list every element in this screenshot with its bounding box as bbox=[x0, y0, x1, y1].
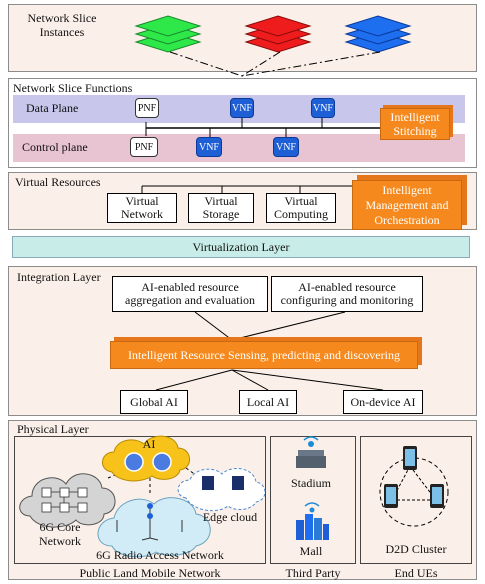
mall-icon bbox=[296, 502, 329, 540]
ai-cloud-icon bbox=[102, 435, 190, 482]
ondevice-ai-box: On-device AI bbox=[343, 390, 423, 414]
aggregation-box: AI-enabled resource aggregation and eval… bbox=[112, 276, 268, 312]
virtualization-layer-label: Virtualization Layer bbox=[192, 239, 290, 254]
global-ai-box: Global AI bbox=[120, 390, 188, 414]
intelligent-management-box: Intelligent Management and Orchestration bbox=[352, 180, 462, 230]
green-slice-icon bbox=[134, 15, 202, 53]
third-party-label: Third Party bbox=[285, 566, 341, 580]
vnf-control-plane-1: VNF bbox=[196, 137, 222, 157]
red-slice-icon bbox=[244, 15, 312, 53]
functions-links bbox=[145, 118, 382, 138]
ai-label: AI bbox=[142, 437, 156, 451]
local-ai-box: Local AI bbox=[239, 390, 297, 414]
mall-label: Mall bbox=[299, 544, 323, 558]
virtualization-layer-bar: Virtualization Layer bbox=[12, 236, 470, 258]
end-ues-label: End UEs bbox=[394, 566, 438, 580]
stadium-label: Stadium bbox=[290, 476, 331, 490]
virtual-storage-box: Virtual Storage bbox=[188, 193, 254, 223]
ran-label: 6G Radio Access Network bbox=[96, 548, 224, 562]
virtual-network-box: Virtual Network bbox=[107, 193, 177, 223]
blue-slice-icon bbox=[344, 15, 412, 53]
pnf-control-plane: PNF bbox=[130, 137, 158, 157]
virtual-resources-links bbox=[141, 185, 356, 194]
integration-links bbox=[155, 311, 384, 391]
core-network-label: 6G Core Network bbox=[39, 520, 81, 548]
stadium-icon bbox=[296, 436, 326, 468]
control-plane-label: Control plane bbox=[22, 140, 88, 154]
vnf-control-plane-2: VNF bbox=[273, 137, 299, 157]
data-plane-label: Data Plane bbox=[26, 101, 79, 115]
plmn-label: Public Land Mobile Network bbox=[79, 566, 221, 580]
ran-cloud-icon bbox=[97, 497, 211, 558]
vnf-data-plane-1: VNF bbox=[230, 98, 254, 118]
edge-cloud-icon bbox=[177, 467, 266, 512]
intelligent-stitching-box: Intelligent Stitching bbox=[380, 108, 450, 140]
integration-layer-title: Integration Layer bbox=[17, 270, 101, 284]
pnf-data-plane: PNF bbox=[135, 98, 159, 118]
virtual-computing-box: Virtual Computing bbox=[266, 193, 336, 223]
virtual-resources-title: Virtual Resources bbox=[15, 175, 101, 189]
slice-connectors bbox=[169, 51, 381, 77]
slice-functions-title: Network Slice Functions bbox=[13, 81, 133, 95]
d2d-cluster-icon bbox=[379, 446, 449, 527]
physical-layer-title: Physical Layer bbox=[17, 422, 89, 436]
edge-cloud-label: Edge cloud bbox=[202, 510, 258, 524]
slice-instances-title: Network Slice Instances bbox=[27, 11, 97, 39]
vnf-data-plane-2: VNF bbox=[311, 98, 335, 118]
intelligent-sensing-box: Intelligent Resource Sensing, predicting… bbox=[110, 341, 418, 369]
configuring-box: AI-enabled resource configuring and moni… bbox=[271, 276, 423, 312]
core-network-cloud-icon bbox=[19, 473, 116, 528]
d2d-cluster-label: D2D Cluster bbox=[385, 542, 447, 556]
slice-instances-graphic bbox=[134, 15, 412, 77]
